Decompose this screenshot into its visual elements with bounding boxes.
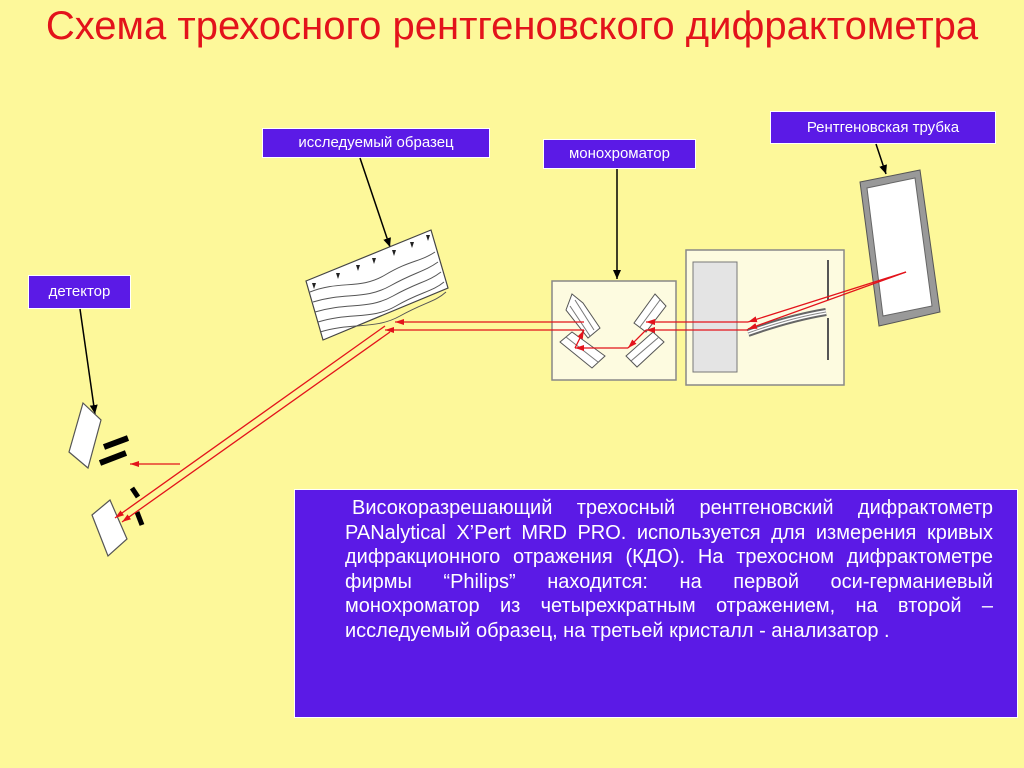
beam-paths	[114, 271, 907, 523]
sample-crystal	[305, 229, 449, 341]
detector	[68, 401, 128, 558]
slit-housing	[685, 249, 845, 386]
monochromator-label: монохроматор	[543, 139, 696, 169]
xray-tube	[859, 169, 941, 327]
detector-pointer	[79, 308, 98, 415]
xray-tube-label: Рентгеновская трубка	[770, 111, 996, 144]
tube-pointer	[875, 143, 887, 175]
description-text: Високоразрешающий трехосный рентгеновски…	[345, 497, 993, 642]
sample-pointer	[359, 157, 391, 248]
sample-label: исследуемый образец	[262, 128, 490, 158]
detector-label: детектор	[28, 275, 131, 309]
page-title: Схема трехосного рентгеновского дифракто…	[45, 4, 979, 48]
analyzer-slits	[98, 435, 145, 526]
description-box: Високоразрешающий трехосный рентгеновски…	[294, 489, 1018, 718]
